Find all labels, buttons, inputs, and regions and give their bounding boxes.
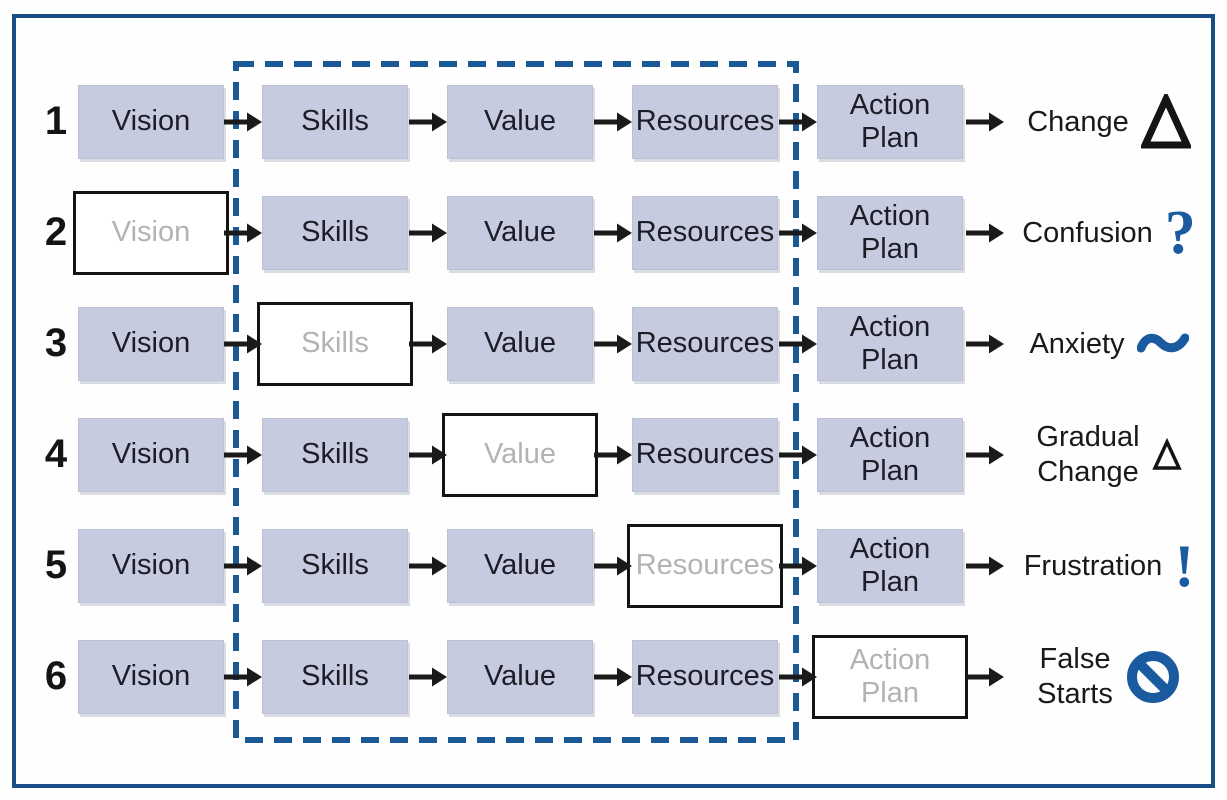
row-1: 1 Vision Skills Value Resources Action P… (0, 85, 1227, 159)
box-resources: Resources (632, 307, 778, 381)
question-mark-icon: ? (1164, 199, 1196, 267)
row-number: 5 (44, 543, 68, 588)
arrow-right-icon (224, 223, 262, 243)
arrow-right-icon (409, 223, 447, 243)
box-resources: Resources (632, 196, 778, 270)
arrow-right-icon (966, 667, 1004, 687)
arrow-right-icon (409, 112, 447, 132)
arrow-right-icon (594, 334, 632, 354)
arrow-right-icon (779, 112, 817, 132)
delta-triangle-large-icon (1140, 94, 1191, 149)
box-value: Value (447, 640, 593, 714)
tilde-wave-icon (1136, 333, 1189, 353)
box-skills-missing: Skills (257, 302, 413, 386)
box-action-plan: Action Plan (817, 529, 963, 603)
row-2: 2 Vision Skills Value Resources Action P… (0, 191, 1227, 275)
row-number: 4 (44, 432, 68, 477)
box-value-missing: Value (442, 413, 598, 497)
box-skills: Skills (262, 196, 408, 270)
box-action-plan: Action Plan (817, 307, 963, 381)
box-value: Value (447, 529, 593, 603)
box-action-plan: Action Plan (817, 418, 963, 492)
outcome-anxiety: Anxiety (1008, 307, 1210, 381)
row-number: 6 (44, 654, 68, 699)
outcome-change: Change (1008, 85, 1210, 159)
arrow-right-icon (779, 445, 817, 465)
box-value: Value (447, 85, 593, 159)
box-resources: Resources (632, 418, 778, 492)
box-skills: Skills (262, 529, 408, 603)
box-skills: Skills (262, 418, 408, 492)
arrow-right-icon (966, 223, 1004, 243)
outcome-gradual-change: Gradual Change (1008, 418, 1210, 492)
outcome-frustration: Frustration ! (1008, 529, 1210, 603)
outcome-label: Frustration (1023, 549, 1163, 582)
arrow-right-icon (779, 223, 817, 243)
box-action-plan: Action Plan (817, 196, 963, 270)
outcome-label: Anxiety (1029, 327, 1125, 360)
box-skills: Skills (262, 640, 408, 714)
outcome-label: Gradual Change (1036, 421, 1140, 488)
arrow-right-icon (409, 445, 447, 465)
box-vision: Vision (78, 307, 224, 381)
box-vision-missing: Vision (73, 191, 229, 275)
arrow-right-icon (594, 667, 632, 687)
arrow-right-icon (594, 223, 632, 243)
outcome-confusion: Confusion ? (1008, 196, 1210, 270)
row-number: 2 (44, 210, 68, 255)
box-vision: Vision (78, 418, 224, 492)
box-resources: Resources (632, 640, 778, 714)
box-vision: Vision (78, 529, 224, 603)
arrow-right-icon (409, 667, 447, 687)
arrow-right-icon (594, 556, 632, 576)
box-vision: Vision (78, 640, 224, 714)
row-6: 6 Vision Skills Value Resources Action P… (0, 635, 1227, 719)
arrow-right-icon (224, 334, 262, 354)
box-value: Value (447, 196, 593, 270)
arrow-right-icon (224, 112, 262, 132)
box-skills: Skills (262, 85, 408, 159)
row-5: 5 Vision Skills Value Resources Action P… (0, 524, 1227, 608)
no-entry-sign-icon (1126, 651, 1179, 703)
arrow-right-icon (779, 334, 817, 354)
row-3: 3 Vision Skills Value Resources Action P… (0, 302, 1227, 386)
arrow-right-icon (224, 667, 262, 687)
arrow-right-icon (409, 556, 447, 576)
box-value: Value (447, 307, 593, 381)
row-number: 1 (44, 99, 68, 144)
arrow-right-icon (594, 112, 632, 132)
box-action-plan: Action Plan (817, 85, 963, 159)
exclamation-mark-icon: ! (1174, 533, 1195, 599)
arrow-right-icon (224, 445, 262, 465)
box-vision: Vision (78, 85, 224, 159)
arrow-right-icon (966, 112, 1004, 132)
outcome-false-starts: False Starts (1008, 640, 1210, 714)
box-resources-missing: Resources (627, 524, 783, 608)
arrow-right-icon (594, 445, 632, 465)
outer-frame-border (12, 14, 1215, 788)
arrow-right-icon (409, 334, 447, 354)
arrow-right-icon (966, 556, 1004, 576)
row-4: 4 Vision Skills Value Resources Action P… (0, 413, 1227, 497)
arrow-right-icon (779, 667, 817, 687)
box-action-plan-missing: Action Plan (812, 635, 968, 719)
outcome-label: Confusion (1022, 216, 1153, 249)
arrow-right-icon (966, 445, 1004, 465)
delta-triangle-small-icon (1151, 438, 1182, 470)
outcome-label: Change (1027, 105, 1129, 138)
outcome-label: False Starts (1037, 643, 1113, 710)
arrow-right-icon (779, 556, 817, 576)
arrow-right-icon (966, 334, 1004, 354)
box-resources: Resources (632, 85, 778, 159)
arrow-right-icon (224, 556, 262, 576)
row-number: 3 (44, 321, 68, 366)
